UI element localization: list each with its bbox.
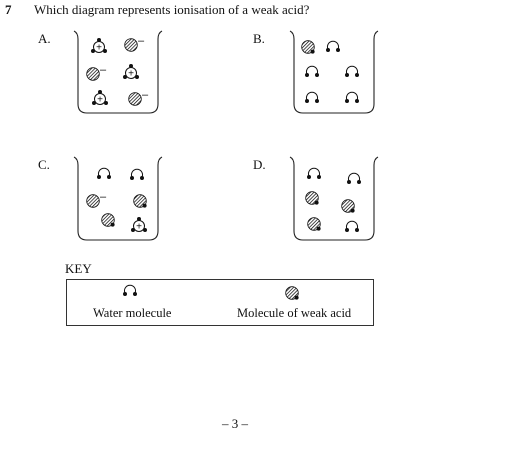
option-c-hydronium-ion: +: [131, 217, 147, 233]
option-c-weak-acid-molecule: [101, 213, 115, 227]
svg-text:–: –: [138, 35, 145, 47]
beaker-d: [289, 156, 379, 241]
option-a-acid-anion: –: [128, 89, 149, 106]
option-d-water-molecule: [345, 220, 359, 232]
option-a-hydronium-ion: +: [123, 64, 139, 80]
option-a-acid-anion: –: [124, 35, 145, 52]
option-d-weak-acid-molecule: [307, 217, 321, 231]
key-water-molecule: [123, 284, 137, 296]
svg-text:+: +: [96, 43, 102, 54]
option-a-hydronium-ion: +: [91, 38, 107, 54]
option-d-water-molecule: [307, 167, 321, 179]
option-d-water-molecule: [347, 172, 361, 184]
svg-text:+: +: [136, 222, 142, 233]
svg-text:–: –: [142, 89, 149, 101]
option-a-label: A.: [38, 31, 51, 46]
svg-text:+: +: [128, 69, 134, 80]
option-b-water-molecule: [345, 65, 359, 77]
option-b-weak-acid-molecule: [301, 40, 315, 54]
option-d-label: D.: [253, 157, 266, 172]
option-a-acid-anion: –: [86, 64, 107, 81]
beaker-c: [73, 156, 163, 241]
svg-text:–: –: [100, 64, 107, 76]
option-c-weak-acid-molecule: [133, 194, 147, 208]
option-c-label: C.: [38, 157, 50, 172]
option-d-weak-acid-molecule: [305, 191, 319, 205]
svg-text:+: +: [97, 95, 103, 106]
key-weak-acid-molecule: [285, 286, 299, 300]
option-d-weak-acid-molecule: [341, 199, 355, 213]
option-c-water-molecule: [130, 168, 144, 180]
option-b-water-molecule: [305, 65, 319, 77]
option-c-water-molecule: [97, 167, 111, 179]
page-number: – 3 –: [222, 416, 248, 431]
question-text: Which diagram represents ionisation of a…: [34, 2, 310, 17]
svg-text:–: –: [100, 191, 107, 203]
option-b-water-molecule: [326, 40, 340, 52]
key-title: KEY: [65, 261, 92, 276]
option-b-water-molecule: [345, 91, 359, 103]
beaker-a: [73, 30, 163, 114]
option-b-water-molecule: [305, 91, 319, 103]
question-number: 7: [5, 2, 12, 17]
key-box: [66, 279, 374, 326]
option-b-label: B.: [253, 31, 265, 46]
beaker-b: [289, 30, 379, 114]
option-a-hydronium-ion: +: [92, 90, 108, 106]
option-c-acid-anion: –: [86, 191, 107, 208]
key-water-label: Water molecule: [93, 306, 172, 320]
key-acid-label: Molecule of weak acid: [237, 306, 352, 320]
